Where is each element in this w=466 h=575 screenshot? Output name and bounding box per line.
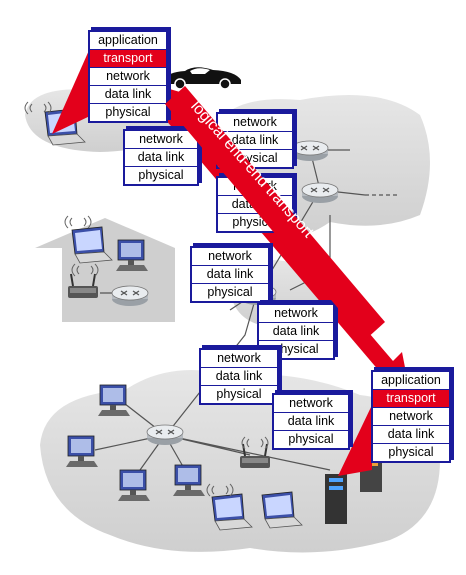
router-protocol-stack: network data link physical	[199, 348, 279, 405]
layer-data-link: data link	[90, 85, 166, 103]
layer-network: network	[289, 396, 333, 410]
layer-data-link: data link	[201, 367, 277, 385]
host-protocol-stack: application transport network data link …	[371, 370, 451, 463]
layer-data-link: data link	[274, 412, 348, 430]
layer-physical: physical	[259, 340, 333, 358]
router-protocol-stack: network data link physical	[272, 393, 350, 450]
layer-data-link: data link	[259, 322, 333, 340]
router-icon	[146, 424, 184, 446]
car-icon	[165, 67, 241, 90]
router-protocol-stack: network data link physical	[123, 129, 199, 186]
host-protocol-stack: application transport network data link …	[88, 30, 168, 123]
layer-physical: physical	[90, 103, 166, 121]
home-network-shape	[35, 218, 175, 322]
layer-network: network	[274, 306, 318, 320]
layer-network: network	[217, 351, 261, 365]
layer-application: application	[381, 373, 441, 387]
layer-data-link: data link	[373, 425, 449, 443]
host-pointer-top	[52, 48, 90, 134]
layer-physical: physical	[192, 283, 268, 301]
layer-application: application	[98, 33, 158, 47]
layer-transport: transport	[373, 389, 449, 407]
layer-network: network	[233, 115, 277, 129]
desktop-icon	[117, 469, 151, 502]
layer-physical: physical	[274, 430, 348, 448]
desktop-icon	[65, 435, 99, 468]
layer-network: network	[208, 249, 252, 263]
layer-physical: physical	[125, 166, 197, 184]
router-icon	[301, 182, 339, 204]
router-icon	[111, 285, 149, 307]
router-icon	[291, 140, 329, 162]
desktop-icon	[97, 384, 131, 417]
layer-network: network	[373, 407, 449, 425]
layer-physical: physical	[201, 385, 277, 403]
layer-data-link: data link	[192, 265, 268, 283]
host-pointer-bottom	[338, 405, 372, 476]
layer-network: network	[90, 67, 166, 85]
layer-physical: physical	[373, 443, 449, 461]
router-protocol-stack: network data link physical	[190, 246, 270, 303]
desktop-icon	[115, 239, 149, 272]
layer-network: network	[139, 132, 183, 146]
layer-data-link: data link	[125, 148, 197, 166]
layer-transport: transport	[90, 49, 166, 67]
desktop-icon	[172, 464, 206, 497]
